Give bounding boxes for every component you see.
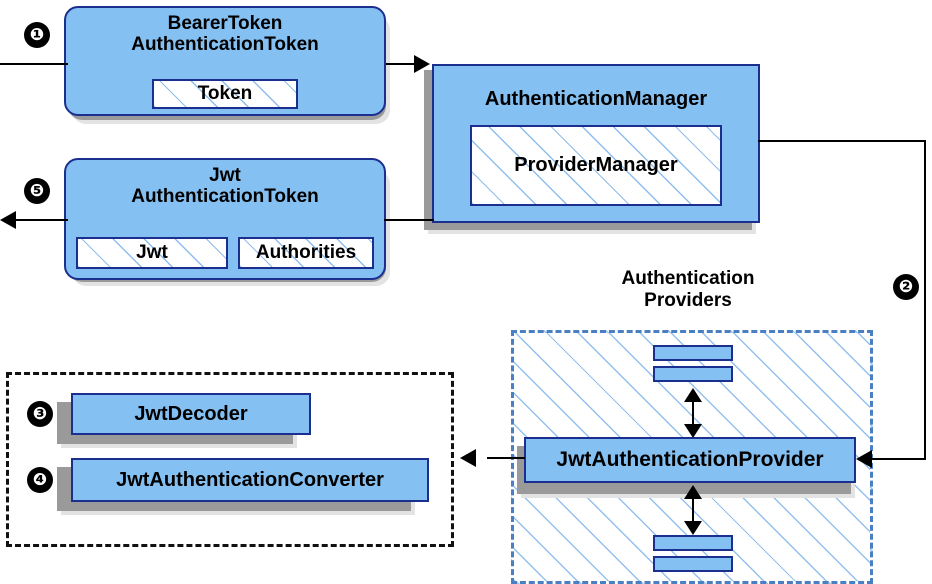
arrow-token-to-manager <box>414 55 430 73</box>
step-marker-5: ❺ <box>24 178 50 204</box>
arrow-provider-bottom-up <box>684 485 702 499</box>
jwt-decoder-box[interactable]: JwtDecoder <box>71 393 311 435</box>
connector-provider-top-double <box>692 392 694 432</box>
arrow-provider-bottom-down <box>684 521 702 535</box>
step-marker-3: ❸ <box>27 401 53 427</box>
jwt-token-title-line2: AuthenticationToken <box>131 185 319 207</box>
arrow-response-out <box>0 211 16 229</box>
provider-sibling-bar-bottom-1 <box>653 535 733 551</box>
provider-sibling-bar-bottom-2 <box>653 556 733 572</box>
connector-provider-to-support <box>487 457 525 459</box>
arrow-provider-top-down <box>684 424 702 438</box>
bearer-token-title-line2: AuthenticationToken <box>131 33 319 55</box>
connector-manager-right <box>758 140 926 142</box>
connector-manager-to-jwt-token <box>384 219 434 221</box>
connector-provider-bottom-double <box>692 489 694 529</box>
step-marker-2: ❷ <box>893 274 919 300</box>
token-inner-box[interactable]: Token <box>152 79 298 109</box>
arrow-provider-top-up <box>684 388 702 402</box>
authentication-manager-title: AuthenticationManager <box>484 88 708 110</box>
provider-manager-inner-box[interactable]: ProviderManager <box>470 125 722 206</box>
connector-token-to-manager <box>386 63 416 65</box>
jwt-token-title-line1: Jwt <box>209 165 241 186</box>
connector-request-in <box>0 63 68 65</box>
connector-response-out <box>16 219 68 221</box>
connector-step2-vertical <box>924 140 926 459</box>
provider-manager-label: ProviderManager <box>514 154 678 176</box>
authentication-providers-caption-line1: Authentication <box>621 268 755 289</box>
jwt-authentication-converter-label: JwtAuthenticationConverter <box>116 469 384 491</box>
authorities-inner-box[interactable]: Authorities <box>238 237 374 269</box>
arrow-step2-into-provider <box>856 450 872 468</box>
connector-step2-into-provider <box>872 458 926 460</box>
provider-sibling-bar-top-2 <box>653 366 733 382</box>
jwt-support-container <box>6 372 454 547</box>
step-marker-1: ❶ <box>24 22 50 48</box>
step-marker-4: ❹ <box>27 467 53 493</box>
provider-sibling-bar-top-1 <box>653 345 733 361</box>
bearer-token-title-line1: BearerToken <box>167 13 283 34</box>
token-inner-label: Token <box>197 83 253 104</box>
jwt-inner-box[interactable]: Jwt <box>76 237 228 269</box>
authentication-providers-caption-line2: Providers <box>644 289 732 311</box>
jwt-authentication-converter-box[interactable]: JwtAuthenticationConverter <box>71 458 429 502</box>
jwt-authentication-provider-label: JwtAuthenticationProvider <box>556 448 824 472</box>
authentication-providers-caption: Authentication Providers <box>568 268 808 312</box>
authorities-inner-label: Authorities <box>255 242 357 263</box>
jwt-authentication-provider-box[interactable]: JwtAuthenticationProvider <box>524 437 856 483</box>
jwt-inner-label: Jwt <box>136 242 168 263</box>
arrow-provider-to-support <box>460 449 476 467</box>
jwt-decoder-label: JwtDecoder <box>134 403 248 425</box>
